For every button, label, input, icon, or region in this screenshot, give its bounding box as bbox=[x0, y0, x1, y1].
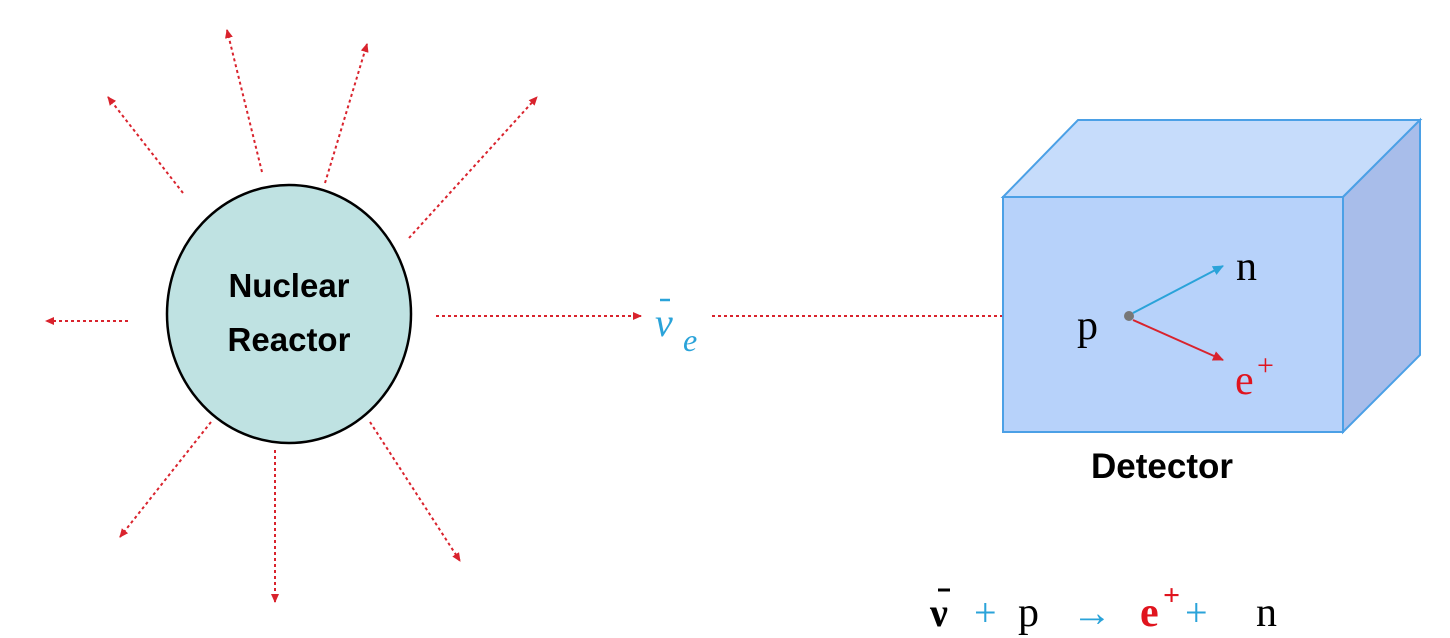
emission-arrow-upper-left bbox=[107, 96, 184, 194]
reactor-label-line2: Reactor bbox=[228, 321, 351, 358]
interaction-point bbox=[1124, 311, 1134, 321]
detector-proton-label: p bbox=[1077, 303, 1098, 349]
neutron-track bbox=[1132, 265, 1224, 314]
antineutrino-subscript: e bbox=[683, 322, 697, 358]
positron-track bbox=[1132, 319, 1224, 361]
emission-arrow-lower-left bbox=[119, 421, 212, 538]
detector-front-face bbox=[1002, 196, 1344, 433]
emission-arrows bbox=[45, 29, 1065, 603]
detector-positron-charge: + bbox=[1257, 349, 1274, 382]
emission-arrow-up-right bbox=[324, 43, 369, 184]
equation-arrow: → bbox=[1072, 590, 1112, 635]
equation-positron: e bbox=[1140, 590, 1159, 636]
detector-positron-label: e bbox=[1235, 358, 1254, 404]
emission-arrow-lower-right bbox=[369, 421, 461, 562]
equation-neutron: n bbox=[1256, 590, 1277, 636]
equation-plus-1: + bbox=[974, 590, 997, 635]
reaction-equation: ν + p → e + + n bbox=[929, 579, 1277, 636]
equation-positron-charge: + bbox=[1163, 579, 1180, 612]
nuclear-reactor: Nuclear Reactor bbox=[165, 183, 413, 445]
equation-proton: p bbox=[1018, 590, 1039, 636]
equation-plus-2: + bbox=[1185, 590, 1208, 635]
detector-neutron-label: n bbox=[1236, 244, 1257, 290]
antineutrino-nu: ν bbox=[655, 300, 673, 345]
detector-label: Detector bbox=[1091, 447, 1233, 486]
reactor-circle bbox=[165, 183, 413, 445]
equation-antineutrino: ν bbox=[929, 590, 948, 635]
emission-arrow-upper-right bbox=[408, 96, 538, 239]
antineutrino-symbol: ν e bbox=[655, 298, 697, 358]
reactor-label-line1: Nuclear bbox=[228, 267, 349, 304]
emission-arrow-up-left bbox=[225, 29, 263, 173]
detector: p n e + Detector bbox=[1000, 117, 1423, 486]
